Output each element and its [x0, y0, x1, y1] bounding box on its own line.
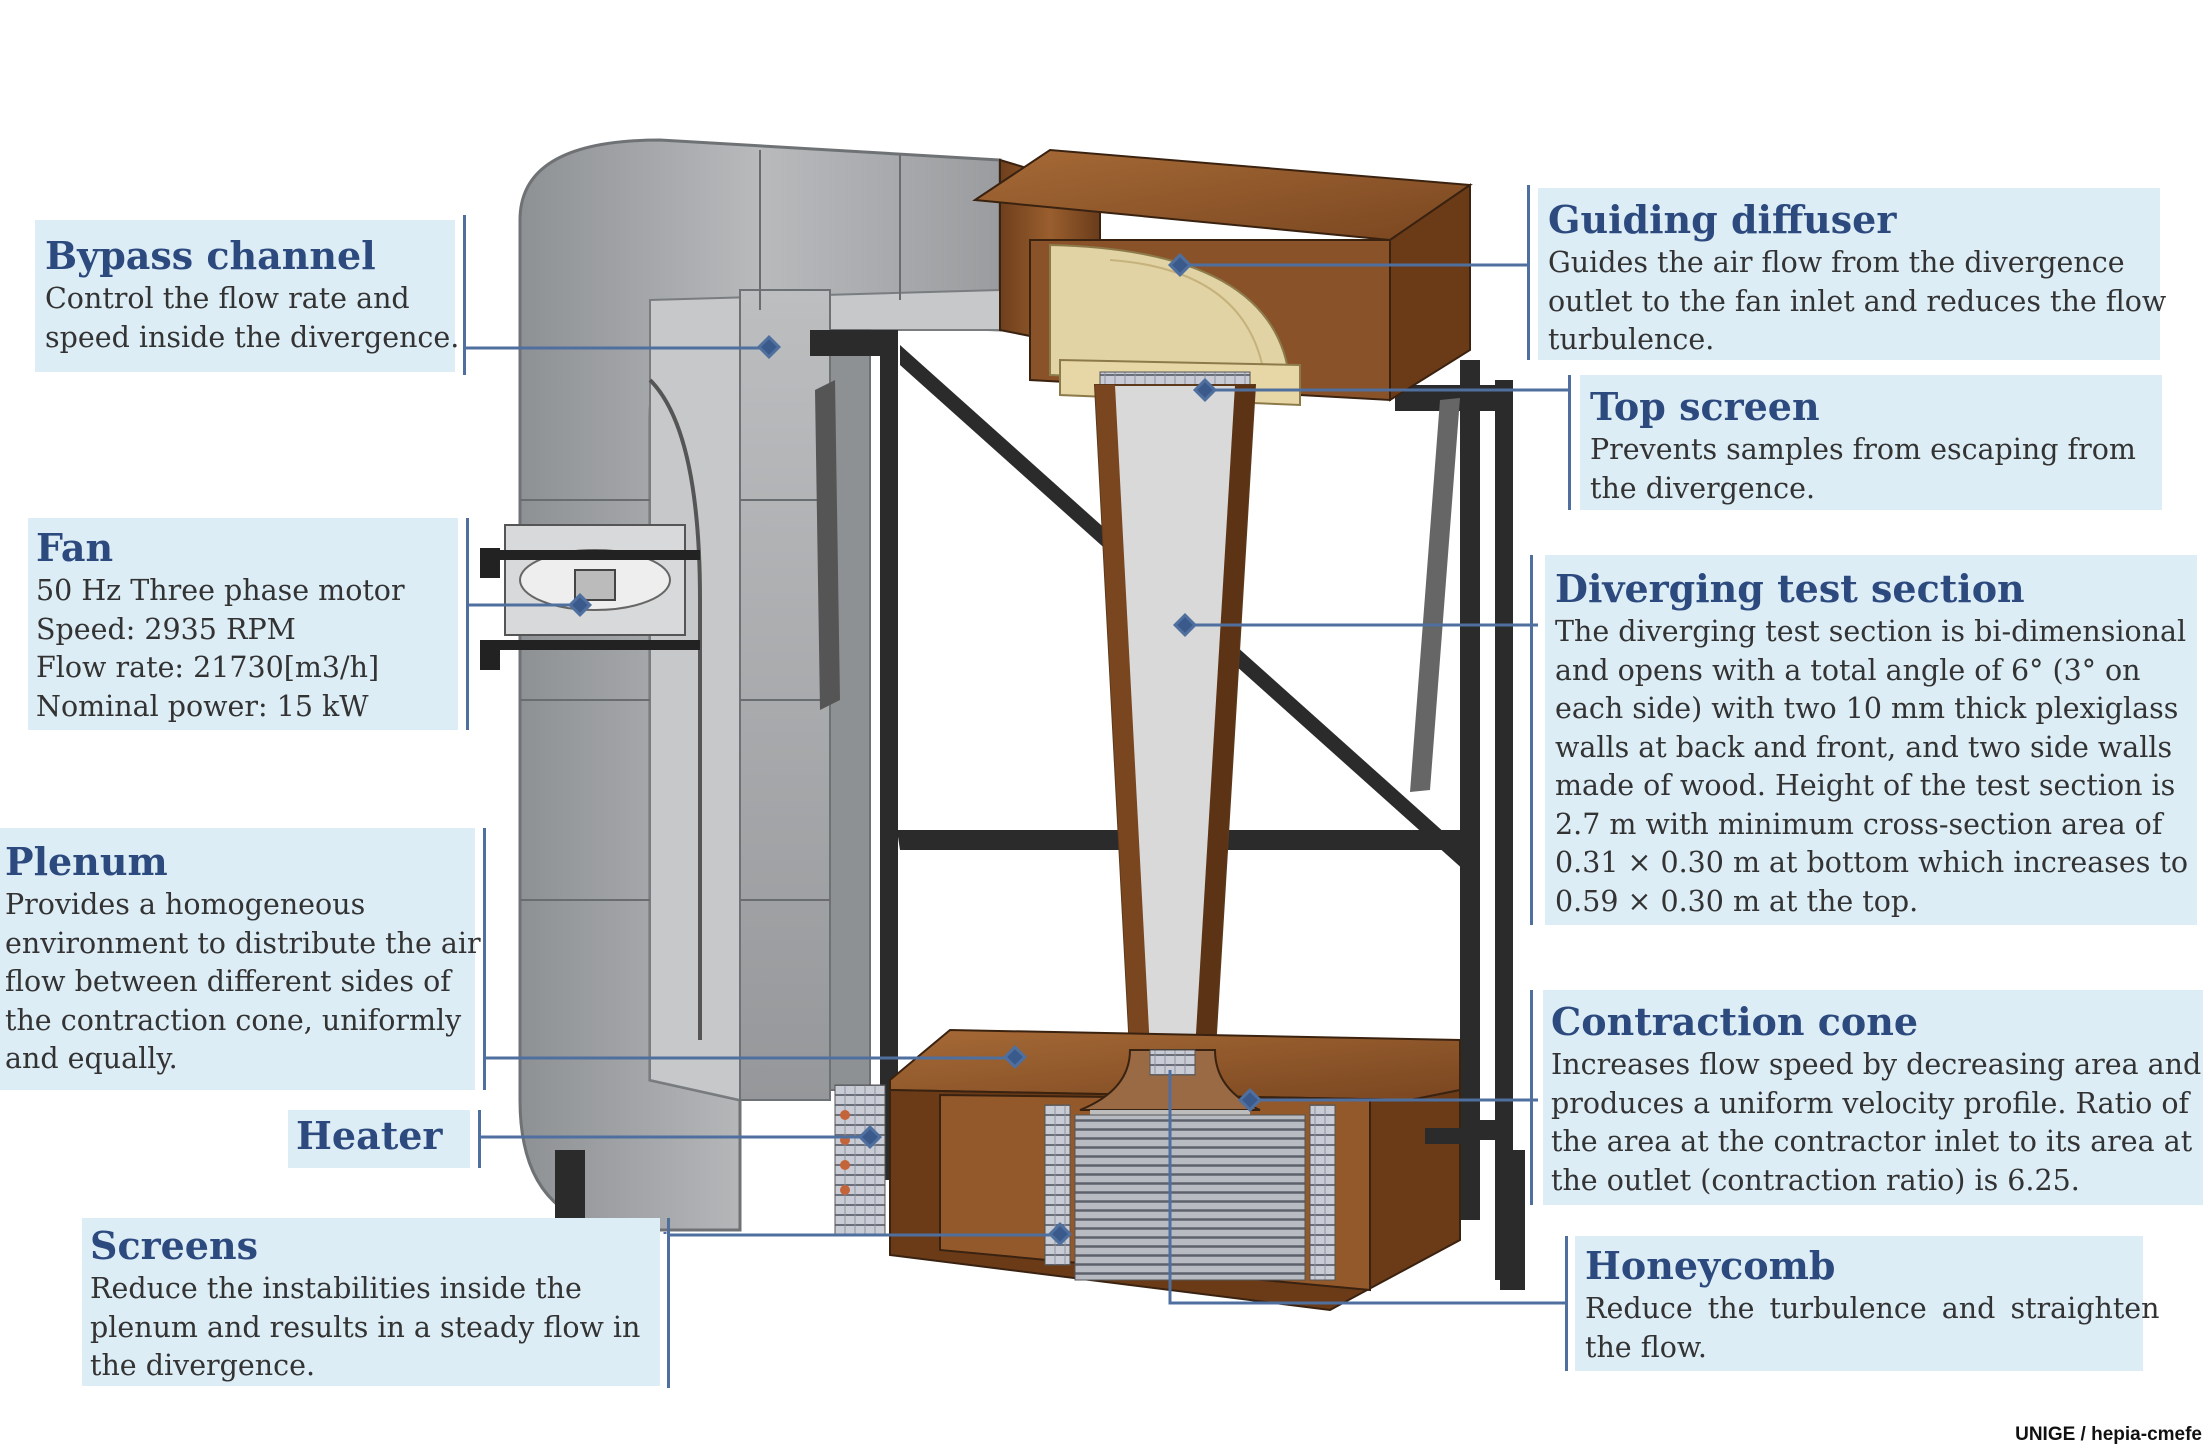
fan-assembly [480, 524, 700, 670]
top-screen-label: Top screen Prevents samples from escapin… [1580, 375, 2162, 510]
text-line: and equally. [5, 1042, 178, 1075]
top-screen-title: Top screen [1590, 384, 1820, 429]
screens-label: Screens Reduce the instabilities inside … [82, 1218, 660, 1386]
text-line: Prevents samples from escaping from [1590, 433, 2136, 466]
top-screen-bracket [1568, 375, 1571, 510]
diverging-test-section-description: The diverging test section is bi-dimensi… [1555, 613, 2197, 921]
contraction-cone-label: Contraction cone Increases flow speed by… [1543, 990, 2203, 1205]
screens-bracket [667, 1218, 670, 1388]
bypass-channel-title: Bypass channel [45, 233, 376, 278]
plenum-bracket [483, 828, 486, 1090]
image-credit: UNIGE / hepia-cmefe [2015, 1424, 2202, 1445]
text-line: the flow. [1585, 1330, 1707, 1364]
text-line: Guides the air flow from the divergence [1548, 246, 2125, 279]
plenum-description: Provides a homogeneous environment to di… [5, 886, 481, 1079]
text-line: 0.59 × 0.30 m at the top. [1555, 884, 1919, 918]
text-line: produces a uniform velocity profile. Rat… [1551, 1086, 2190, 1120]
plenum-label: Plenum Provides a homogeneous environmen… [0, 828, 481, 1090]
honeycomb-bracket [1565, 1236, 1568, 1371]
fan-label: Fan 50 Hz Three phase motor Speed: 2935 … [28, 518, 458, 730]
diverging-bracket [1530, 555, 1533, 925]
text-line: the divergence. [1590, 471, 1816, 505]
screens-title: Screens [90, 1223, 258, 1268]
text-line: 0.31 × 0.30 m at bottom which increases … [1555, 846, 2189, 879]
text-line: and opens with a total angle of 6° (3° o… [1555, 653, 2141, 687]
contraction-cone-title: Contraction cone [1551, 999, 1919, 1044]
guiding-diffuser-title: Guiding diffuser [1548, 197, 1897, 242]
top-screen-description: Prevents samples from escaping from the … [1590, 431, 2162, 508]
diverging-test-section [1093, 384, 1257, 1051]
fan-bracket [466, 518, 469, 730]
text-line: each side) with two 10 mm thick plexigla… [1555, 692, 2179, 725]
text-line: the outlet (contraction ratio) is 6.25. [1551, 1163, 2080, 1197]
guiding-diffuser-description: Guides the air flow from the divergence … [1548, 244, 2167, 360]
honeycomb-description: Reduce the turbulence and straighten the… [1585, 1290, 2160, 1367]
guiding-diffuser [972, 148, 1473, 407]
text-line: Flow rate: 21730[m3/h] [36, 651, 380, 684]
contraction-cone-description: Increases flow speed by decreasing area … [1551, 1046, 2203, 1200]
text-line: Nominal power: 15 kW [36, 689, 369, 723]
diverging-test-section-title: Diverging test section [1555, 566, 2025, 611]
text-line: Reduce the turbulence and straighten [1585, 1292, 2160, 1325]
text-line: Reduce the instabilities inside the [90, 1272, 582, 1305]
plenum-box [834, 1028, 1480, 1312]
text-line: walls at back and front, and two side wa… [1555, 730, 2173, 764]
bypass-channel-description: Control the flow rate and speed inside t… [45, 280, 460, 357]
text-line: Control the flow rate and [45, 282, 410, 315]
bypass-duct [518, 138, 1002, 1232]
heater-bracket [478, 1110, 481, 1168]
fan-description: 50 Hz Three phase motor Speed: 2935 RPM … [36, 572, 458, 726]
bypass-channel-label: Bypass channel Control the flow rate and… [35, 220, 460, 372]
diverging-test-section-label: Diverging test section The diverging tes… [1545, 555, 2197, 925]
screens-description: Reduce the instabilities inside the plen… [90, 1270, 660, 1386]
text-line: the contraction cone, uniformly [5, 1003, 462, 1037]
leader-lines [465, 252, 1568, 1305]
honeycomb-title: Honeycomb [1585, 1243, 1836, 1288]
contraction-cone-bracket [1530, 990, 1533, 1205]
bypass-channel-bracket [463, 215, 466, 375]
text-line: the area at the contractor inlet to its … [1551, 1125, 2193, 1158]
heater-title: Heater [296, 1113, 443, 1158]
text-line: speed inside the divergence. [45, 320, 460, 354]
plenum-title: Plenum [5, 839, 168, 884]
text-line: Speed: 2935 RPM [36, 612, 296, 646]
text-line: turbulence. [1548, 323, 1715, 356]
text-line: 50 Hz Three phase motor [36, 574, 405, 607]
heater-label: Heater [288, 1110, 470, 1168]
guiding-diffuser-bracket [1527, 185, 1530, 360]
text-line: Provides a homogeneous [5, 888, 366, 921]
text-line: outlet to the fan inlet and reduces the … [1548, 284, 2167, 318]
guiding-diffuser-label: Guiding diffuser Guides the air flow fro… [1538, 188, 2167, 360]
honeycomb-label: Honeycomb Reduce the turbulence and stra… [1575, 1236, 2160, 1371]
text-line: flow between different sides of [5, 965, 451, 998]
text-line: made of wood. Height of the test section… [1555, 769, 2176, 802]
fan-title: Fan [36, 525, 114, 570]
text-line: plenum and results in a steady flow in [90, 1310, 641, 1344]
text-line: Increases flow speed by decreasing area … [1551, 1048, 2202, 1081]
text-line: 2.7 m with minimum cross-section area of [1555, 807, 2163, 841]
text-line: The diverging test section is bi-dimensi… [1555, 615, 2187, 648]
text-line: environment to distribute the air [5, 926, 481, 960]
text-line: the divergence. [90, 1349, 316, 1382]
